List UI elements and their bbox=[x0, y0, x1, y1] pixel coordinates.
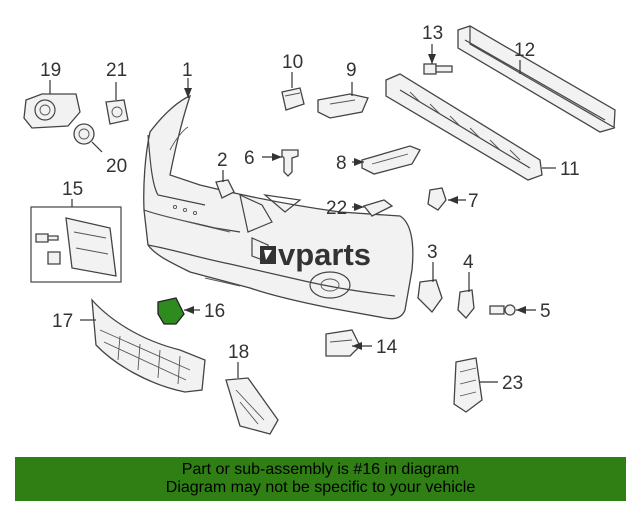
callout-10: 10 bbox=[282, 52, 303, 73]
callout-16: 16 bbox=[204, 301, 225, 322]
vent-part-23 bbox=[453, 357, 483, 413]
callout-15: 15 bbox=[62, 179, 83, 200]
callout-19: 19 bbox=[40, 60, 61, 81]
callout-5: 5 bbox=[540, 301, 551, 322]
callout-2: 2 bbox=[217, 150, 228, 171]
bracket-part-14 bbox=[325, 329, 361, 357]
callout-21: 21 bbox=[106, 60, 127, 81]
cover-part-22 bbox=[362, 199, 394, 217]
callout-23: 23 bbox=[502, 373, 523, 394]
info-banner: Part or sub-assembly is #16 in diagram D… bbox=[15, 457, 626, 501]
retainer-part-21 bbox=[105, 99, 129, 125]
callout-4: 4 bbox=[463, 252, 474, 273]
callout-6: 6 bbox=[244, 148, 255, 169]
callout-3: 3 bbox=[427, 242, 438, 263]
energy-absorber-part bbox=[385, 73, 543, 181]
bracket-part-10 bbox=[281, 87, 305, 111]
side-grille-part-18 bbox=[225, 377, 279, 435]
fastener-part-5 bbox=[489, 304, 516, 316]
callout-7: 7 bbox=[468, 191, 479, 212]
clip-part-6 bbox=[281, 149, 299, 177]
bolt-part-13 bbox=[423, 63, 453, 75]
license-bracket-part-15 bbox=[30, 206, 122, 283]
callout-18: 18 bbox=[228, 342, 249, 363]
callout-8: 8 bbox=[336, 153, 347, 174]
bracket-part-4 bbox=[457, 289, 475, 319]
lower-grille-part-17 bbox=[91, 298, 206, 393]
grommet-part-20 bbox=[73, 123, 95, 145]
callout-12: 12 bbox=[514, 40, 535, 61]
callout-9: 9 bbox=[346, 60, 357, 81]
callout-13: 13 bbox=[422, 23, 443, 44]
bracket-part-3 bbox=[417, 279, 443, 314]
parts-diagram: 1 2 3 4 5 6 7 8 9 10 11 12 13 14 15 16 1… bbox=[23, 23, 616, 435]
banner-line-2: Diagram may not be specific to your vehi… bbox=[165, 479, 476, 496]
banner-line-1: Part or sub-assembly is #16 in diagram bbox=[181, 461, 460, 478]
brand-watermark-text: vparts bbox=[278, 237, 371, 272]
bracket-part-9 bbox=[317, 93, 369, 119]
bumper-reinforcement-part bbox=[457, 25, 616, 133]
retainer-part-8 bbox=[361, 145, 421, 175]
nut-part-7 bbox=[427, 187, 447, 211]
callout-1: 1 bbox=[182, 60, 193, 81]
callout-14: 14 bbox=[376, 337, 398, 358]
cap-part-2 bbox=[215, 179, 235, 199]
callout-11: 11 bbox=[560, 159, 580, 180]
leader-lines bbox=[49, 44, 556, 383]
cover-part-16 bbox=[157, 297, 185, 325]
callout-22: 22 bbox=[326, 198, 347, 219]
callout-20: 20 bbox=[106, 156, 127, 177]
brand-watermark: vparts bbox=[260, 237, 371, 272]
sensor-part-19 bbox=[23, 93, 81, 129]
callout-17: 17 bbox=[52, 311, 73, 332]
bumper-cover-part bbox=[143, 94, 414, 320]
